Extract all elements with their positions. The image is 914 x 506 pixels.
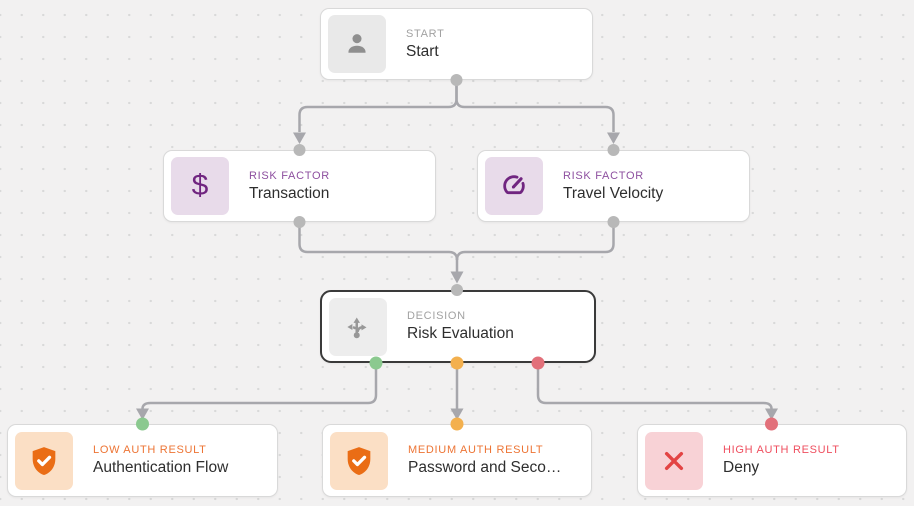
split-arrows-icon [329,297,387,356]
gauge-icon [485,157,543,215]
node-risk-factor-transaction[interactable]: $ RISK FACTOR Transaction [163,150,436,222]
shield-check-icon [330,431,388,490]
arrowhead [765,408,778,420]
node-type-label: HIGH AUTH RESULT [723,444,840,456]
node-type-label: MEDIUM AUTH RESULT [408,444,544,456]
connector-decision-to-low [141,363,378,410]
node-title: Transaction [249,184,330,202]
connector-start-to-transaction [298,80,458,132]
node-start[interactable]: START Start [320,8,593,80]
node-type-label: RISK FACTOR [563,169,644,182]
arrowhead [293,132,306,144]
user-icon [328,15,386,73]
node-type-label: RISK FACTOR [249,169,330,182]
node-low-auth-result[interactable]: LOW AUTH RESULT Authentication Flow [7,424,278,497]
node-title: Deny [723,459,760,476]
arrowhead [450,408,464,420]
dollar-icon: $ [171,157,229,215]
connector-travel-to-decision [455,222,615,261]
dollar-glyph: $ [191,169,209,202]
node-type-label: START [406,27,445,40]
node-title: Start [406,42,439,60]
shield-check-icon [15,431,73,490]
arrowhead [450,271,464,284]
arrowhead [607,132,620,144]
connector-transaction-to-decision [298,222,459,261]
node-risk-factor-travel-velocity[interactable]: RISK FACTOR Travel Velocity [477,150,750,222]
arrowhead [136,408,149,420]
node-decision-risk-evaluation[interactable]: DECISION Risk Evaluation [320,290,596,363]
connector-start-to-travel [455,80,615,132]
ports [136,74,778,431]
connector-decision-to-high [536,363,773,410]
node-medium-auth-result[interactable]: MEDIUM AUTH RESULT Password and Seco… [322,424,592,497]
node-type-label: LOW AUTH RESULT [93,444,207,456]
node-high-auth-result[interactable]: HIGH AUTH RESULT Deny [637,424,907,497]
node-title: Password and Seco… [408,459,562,476]
x-icon [645,431,703,490]
node-type-label: DECISION [407,310,466,322]
node-title: Travel Velocity [563,184,664,202]
node-title: Authentication Flow [93,459,229,476]
node-title: Risk Evaluation [407,325,514,342]
